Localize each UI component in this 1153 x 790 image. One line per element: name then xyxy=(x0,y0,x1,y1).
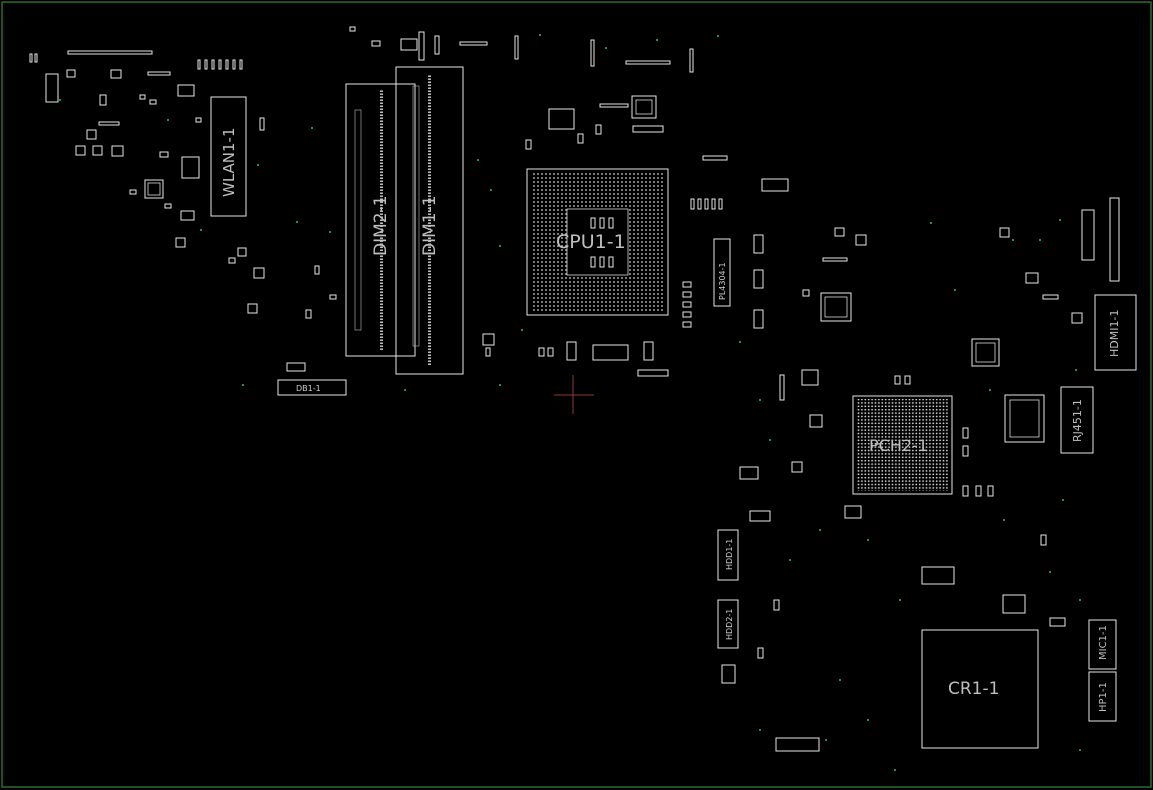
db-label: DB1-1 xyxy=(296,384,321,393)
card-reader-label: CR1-1 xyxy=(948,679,999,699)
rj45-connector[interactable] xyxy=(1060,386,1094,454)
wlan-connector[interactable] xyxy=(210,96,247,217)
vias xyxy=(59,34,1081,771)
dimm1-label: DIM1-1 xyxy=(420,195,440,256)
cpu-socket[interactable] xyxy=(526,168,669,316)
pl4304-inductor[interactable] xyxy=(713,238,731,307)
hdd1-label: HDD1-1 xyxy=(725,539,734,570)
hdmi-label: HDMI1-1 xyxy=(1108,310,1121,357)
pch-region: PCH2-1 xyxy=(844,375,1026,614)
pl4304-label: PL4304-1 xyxy=(718,262,727,300)
mic-label: MIC1-1 xyxy=(1098,625,1109,660)
mic-jack[interactable] xyxy=(1088,619,1117,670)
cpu-label: CPU1-1 xyxy=(556,231,626,253)
hdmi-connector[interactable] xyxy=(1094,294,1137,371)
wlan-region: WLAN1-1 xyxy=(29,50,265,314)
db-connector[interactable] xyxy=(277,379,347,396)
dimm1-slot[interactable] xyxy=(395,66,464,375)
hp-label: HP1-1 xyxy=(1098,682,1109,712)
card-reader[interactable] xyxy=(921,629,1039,749)
hdd2-label: HDD2-1 xyxy=(725,609,734,640)
crosshair-icon xyxy=(554,375,594,414)
right-connectors: HDMI1-1 RJ451-1 MIC1-1 HP1-1 xyxy=(971,197,1137,722)
rj45-label: RJ451-1 xyxy=(1071,399,1084,442)
wlan-label: WLAN1-1 xyxy=(220,127,238,197)
cpu-region: CPU1-1 xyxy=(525,39,728,377)
dimm2-slot[interactable] xyxy=(345,83,416,357)
pch-chip[interactable] xyxy=(852,395,953,495)
vrm-region xyxy=(739,227,867,522)
dimm-region: DIM2-1 DIM1-1 xyxy=(305,26,519,375)
pch-label: PCH2-1 xyxy=(869,436,928,455)
hp-jack[interactable] xyxy=(1088,671,1117,722)
hdd2-connector[interactable] xyxy=(717,599,739,649)
dimm2-label: DIM2-1 xyxy=(371,195,391,256)
hdd1-connector[interactable] xyxy=(717,529,739,581)
